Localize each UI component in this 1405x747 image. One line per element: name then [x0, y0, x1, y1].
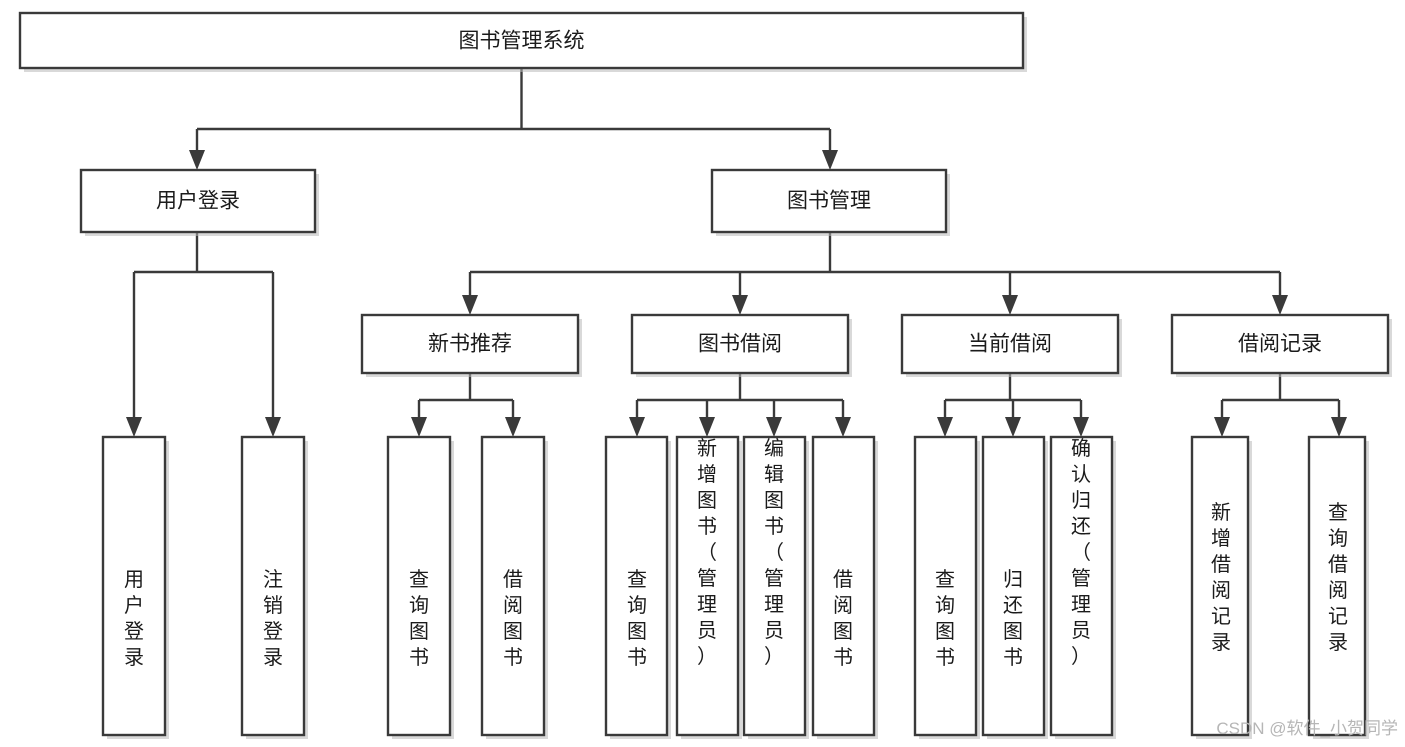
- arrowhead-leaf-query-book-2: [629, 417, 645, 437]
- leaf-confirm-return-admin-label: 确认归还（管理员）: [1071, 437, 1091, 668]
- borrow-record-label: 借阅记录: [1238, 333, 1322, 356]
- arrowhead-leaf-add-borrow-record: [1214, 417, 1230, 437]
- new-book-recommend-label: 新书推荐: [428, 333, 512, 356]
- arrowhead-book-borrow: [732, 295, 748, 315]
- node-leaf-query-book-3[interactable]: 查询图书: [913, 435, 980, 739]
- leaf-edit-book-admin-label: 编辑图书（管理员）: [764, 437, 784, 668]
- book-manage-box: [710, 168, 948, 234]
- leaf-query-book-2-box: [604, 435, 669, 737]
- node-borrow-record[interactable]: 借阅记录: [1170, 313, 1392, 377]
- leaf-query-borrow-record-box: [1307, 435, 1367, 737]
- arrowhead-leaf-borrow-book-2: [835, 417, 851, 437]
- node-leaf-user-login[interactable]: 用户登录: [101, 435, 169, 739]
- leaf-add-book-admin-box: [675, 435, 740, 737]
- leaf-borrow-book-2-box: [811, 435, 876, 737]
- arrowhead-user-login: [189, 150, 205, 170]
- arrowhead-leaf-edit-book-admin: [766, 417, 782, 437]
- arrowhead-leaf-query-borrow-record: [1331, 417, 1347, 437]
- book-manage-label: 图书管理: [787, 190, 871, 213]
- arrowhead-leaf-query-book-1: [411, 417, 427, 437]
- leaf-add-borrow-record-box: [1190, 435, 1250, 737]
- node-leaf-borrow-book-2[interactable]: 借阅图书: [811, 435, 878, 739]
- node-new-book-recommend[interactable]: 新书推荐: [360, 313, 582, 377]
- leaf-borrow-book-2-label: 借阅图书: [833, 568, 853, 669]
- current-borrow-label: 当前借阅: [968, 333, 1052, 356]
- leaf-confirm-return-admin-box: [1049, 435, 1114, 737]
- node-leaf-logout-login[interactable]: 注销登录: [240, 435, 308, 739]
- arrowhead-leaf-borrow-book-1: [505, 417, 521, 437]
- book-borrow-box: [630, 313, 850, 375]
- leaf-return-book-label: 归还图书: [1003, 568, 1023, 669]
- arrowhead-leaf-user-login: [126, 417, 142, 437]
- node-book-borrow[interactable]: 图书借阅: [630, 313, 852, 377]
- user-login-label: 用户登录: [156, 190, 240, 213]
- leaf-edit-book-admin-box: [742, 435, 807, 737]
- arrowhead-leaf-return-book: [1005, 417, 1021, 437]
- node-book-manage[interactable]: 图书管理: [710, 168, 950, 236]
- leaf-query-borrow-record-label: 查询借阅记录: [1328, 501, 1348, 654]
- leaf-logout-login-box: [240, 435, 306, 737]
- leaf-borrow-book-1-box: [480, 435, 546, 737]
- leaf-query-book-1-box: [386, 435, 452, 737]
- node-leaf-add-borrow-record[interactable]: 新增借阅记录: [1190, 435, 1252, 739]
- current-borrow-box: [900, 313, 1120, 375]
- arrowhead-leaf-logout-login: [265, 417, 281, 437]
- leaf-add-book-admin-label: 新增图书（管理员）: [697, 437, 717, 668]
- arrowhead-new-book-recommend: [462, 295, 478, 315]
- node-root[interactable]: 图书管理系统: [18, 11, 1027, 72]
- leaf-return-book-box: [981, 435, 1046, 737]
- arrowhead-leaf-query-book-3: [937, 417, 953, 437]
- node-leaf-query-book-1[interactable]: 查询图书: [386, 435, 454, 739]
- user-login-box: [79, 168, 317, 234]
- node-leaf-edit-book-admin[interactable]: 编辑图书（管理员）: [742, 435, 809, 739]
- leaf-logout-login-label: 注销登录: [263, 568, 283, 669]
- leaf-query-book-1-label: 查询图书: [409, 568, 429, 669]
- new-book-recommend-box: [360, 313, 580, 375]
- leaf-add-borrow-record-label: 新增借阅记录: [1211, 501, 1231, 654]
- arrowhead-book-manage: [822, 150, 838, 170]
- arrowhead-leaf-confirm-return-admin: [1073, 417, 1089, 437]
- leaf-user-login-box: [101, 435, 167, 737]
- borrow-record-box: [1170, 313, 1390, 375]
- root-label: 图书管理系统: [459, 30, 585, 53]
- leaf-borrow-book-1-label: 借阅图书: [503, 568, 523, 669]
- node-user-login[interactable]: 用户登录: [79, 168, 319, 236]
- connector-layer: [126, 68, 1347, 437]
- root-box: [18, 11, 1025, 70]
- arrowhead-leaf-add-book-admin: [699, 417, 715, 437]
- node-leaf-confirm-return-admin[interactable]: 确认归还（管理员）: [1049, 435, 1116, 739]
- book-borrow-label: 图书借阅: [698, 333, 782, 356]
- node-leaf-query-book-2[interactable]: 查询图书: [604, 435, 671, 739]
- csdn-watermark: CSDN @软件_小贺同学: [1216, 719, 1398, 738]
- leaf-query-book-3-box: [913, 435, 978, 737]
- node-current-borrow[interactable]: 当前借阅: [900, 313, 1122, 377]
- arrowhead-current-borrow: [1002, 295, 1018, 315]
- node-leaf-add-book-admin[interactable]: 新增图书（管理员）: [675, 435, 742, 739]
- arrowhead-borrow-record: [1272, 295, 1288, 315]
- leaf-query-book-2-label: 查询图书: [627, 568, 647, 669]
- node-leaf-query-borrow-record[interactable]: 查询借阅记录: [1307, 435, 1369, 739]
- node-leaf-return-book[interactable]: 归还图书: [981, 435, 1048, 739]
- leaf-user-login-label: 用户登录: [124, 569, 144, 669]
- leaf-query-book-3-label: 查询图书: [935, 568, 955, 669]
- node-leaf-borrow-book-1[interactable]: 借阅图书: [480, 435, 548, 739]
